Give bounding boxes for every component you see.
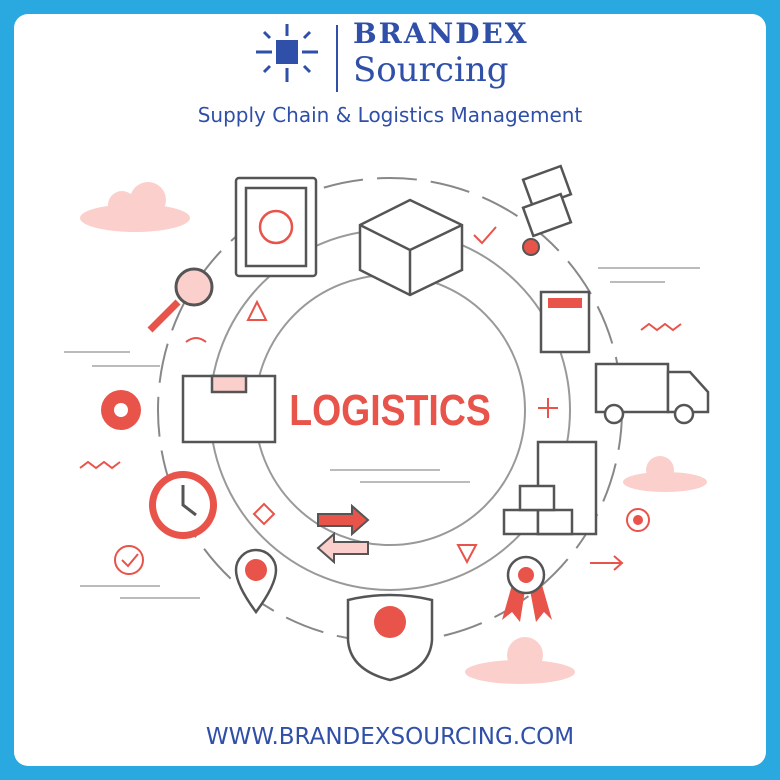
logo-icon	[256, 24, 318, 82]
truck-icon	[594, 362, 670, 414]
website-link[interactable]: WWW.BRANDEXSOURCING.COM	[205, 724, 575, 750]
gear-icon	[101, 390, 141, 430]
box-icon	[358, 198, 464, 297]
brand-subtitle: Sourcing	[353, 50, 509, 90]
magnifier-icon	[147, 267, 214, 333]
tagline: Supply Chain & Logistics Management	[197, 103, 583, 127]
center-label: LOGISTICS	[289, 386, 491, 435]
brand-name: BRANDEX	[353, 17, 529, 50]
location-pin-icon	[234, 548, 278, 615]
clouds	[80, 182, 707, 684]
exchange-arrows-icon	[316, 503, 370, 565]
award-badge-icon	[502, 555, 552, 622]
clock-icon	[149, 471, 217, 539]
